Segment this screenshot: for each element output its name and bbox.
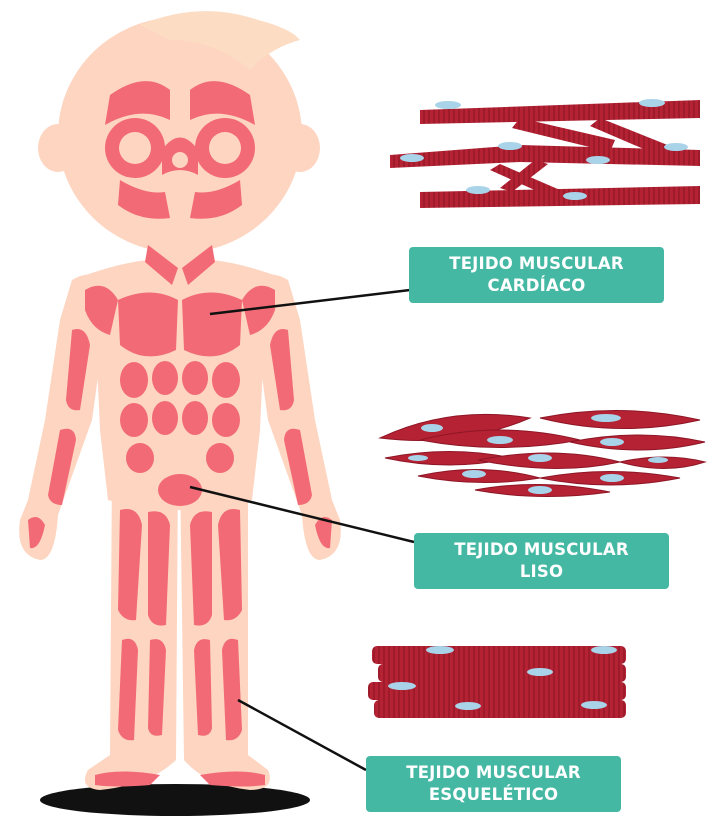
nose <box>172 152 188 168</box>
label-skeletal-line1: TEJIDO MUSCULAR <box>406 762 580 784</box>
cardiac-tissue-illustration <box>390 99 700 208</box>
label-smooth-muscle: TEJIDO MUSCULAR LISO <box>414 533 669 589</box>
right-eye <box>209 132 241 164</box>
label-smooth-line1: TEJIDO MUSCULAR <box>454 539 628 561</box>
skeletal-tissue-illustration <box>368 646 626 718</box>
label-cardiac-line2: CARDÍACO <box>488 275 586 297</box>
left-eye <box>119 132 151 164</box>
label-skeletal-muscle: TEJIDO MUSCULAR ESQUELÉTICO <box>366 756 621 812</box>
connector-skeletal <box>238 700 366 770</box>
label-smooth-line2: LISO <box>520 561 563 583</box>
label-cardiac-muscle: TEJIDO MUSCULAR CARDÍACO <box>409 247 664 303</box>
ground-shadow <box>40 784 310 816</box>
child-body <box>19 11 341 790</box>
smooth-tissue-illustration <box>380 410 705 496</box>
label-cardiac-line1: TEJIDO MUSCULAR <box>449 253 623 275</box>
label-skeletal-line2: ESQUELÉTICO <box>429 784 558 806</box>
